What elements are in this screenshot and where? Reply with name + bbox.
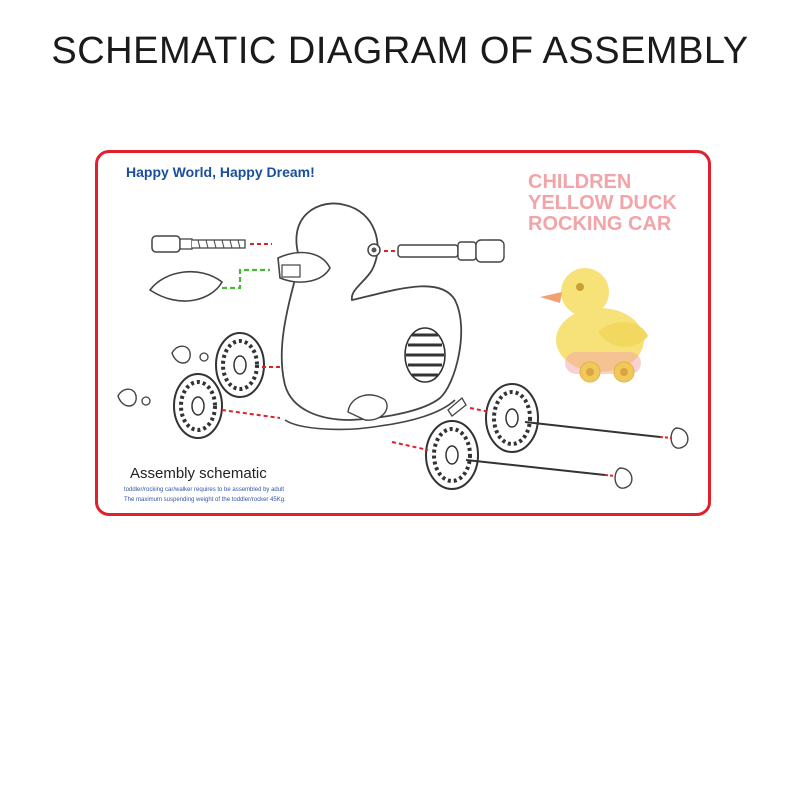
assembly-note-1: toddler/rocking car/walker requires to b… xyxy=(124,487,285,493)
page-heading: SCHEMATIC DIAGRAM OF ASSEMBLY xyxy=(51,30,749,72)
slogan: Happy World, Happy Dream! xyxy=(126,164,315,180)
product-title-line-1: CHILDREN xyxy=(528,171,632,193)
product-title: CHILDREN YELLOW DUCK ROCKING CAR xyxy=(528,172,708,235)
product-title-line-2: YELLOW DUCK xyxy=(528,192,677,214)
assembly-note-2: The maximum suspending weight of the tod… xyxy=(124,497,286,503)
assembly-schematic-label: Assembly schematic xyxy=(130,465,267,482)
product-title-line-3: ROCKING CAR xyxy=(528,213,672,235)
